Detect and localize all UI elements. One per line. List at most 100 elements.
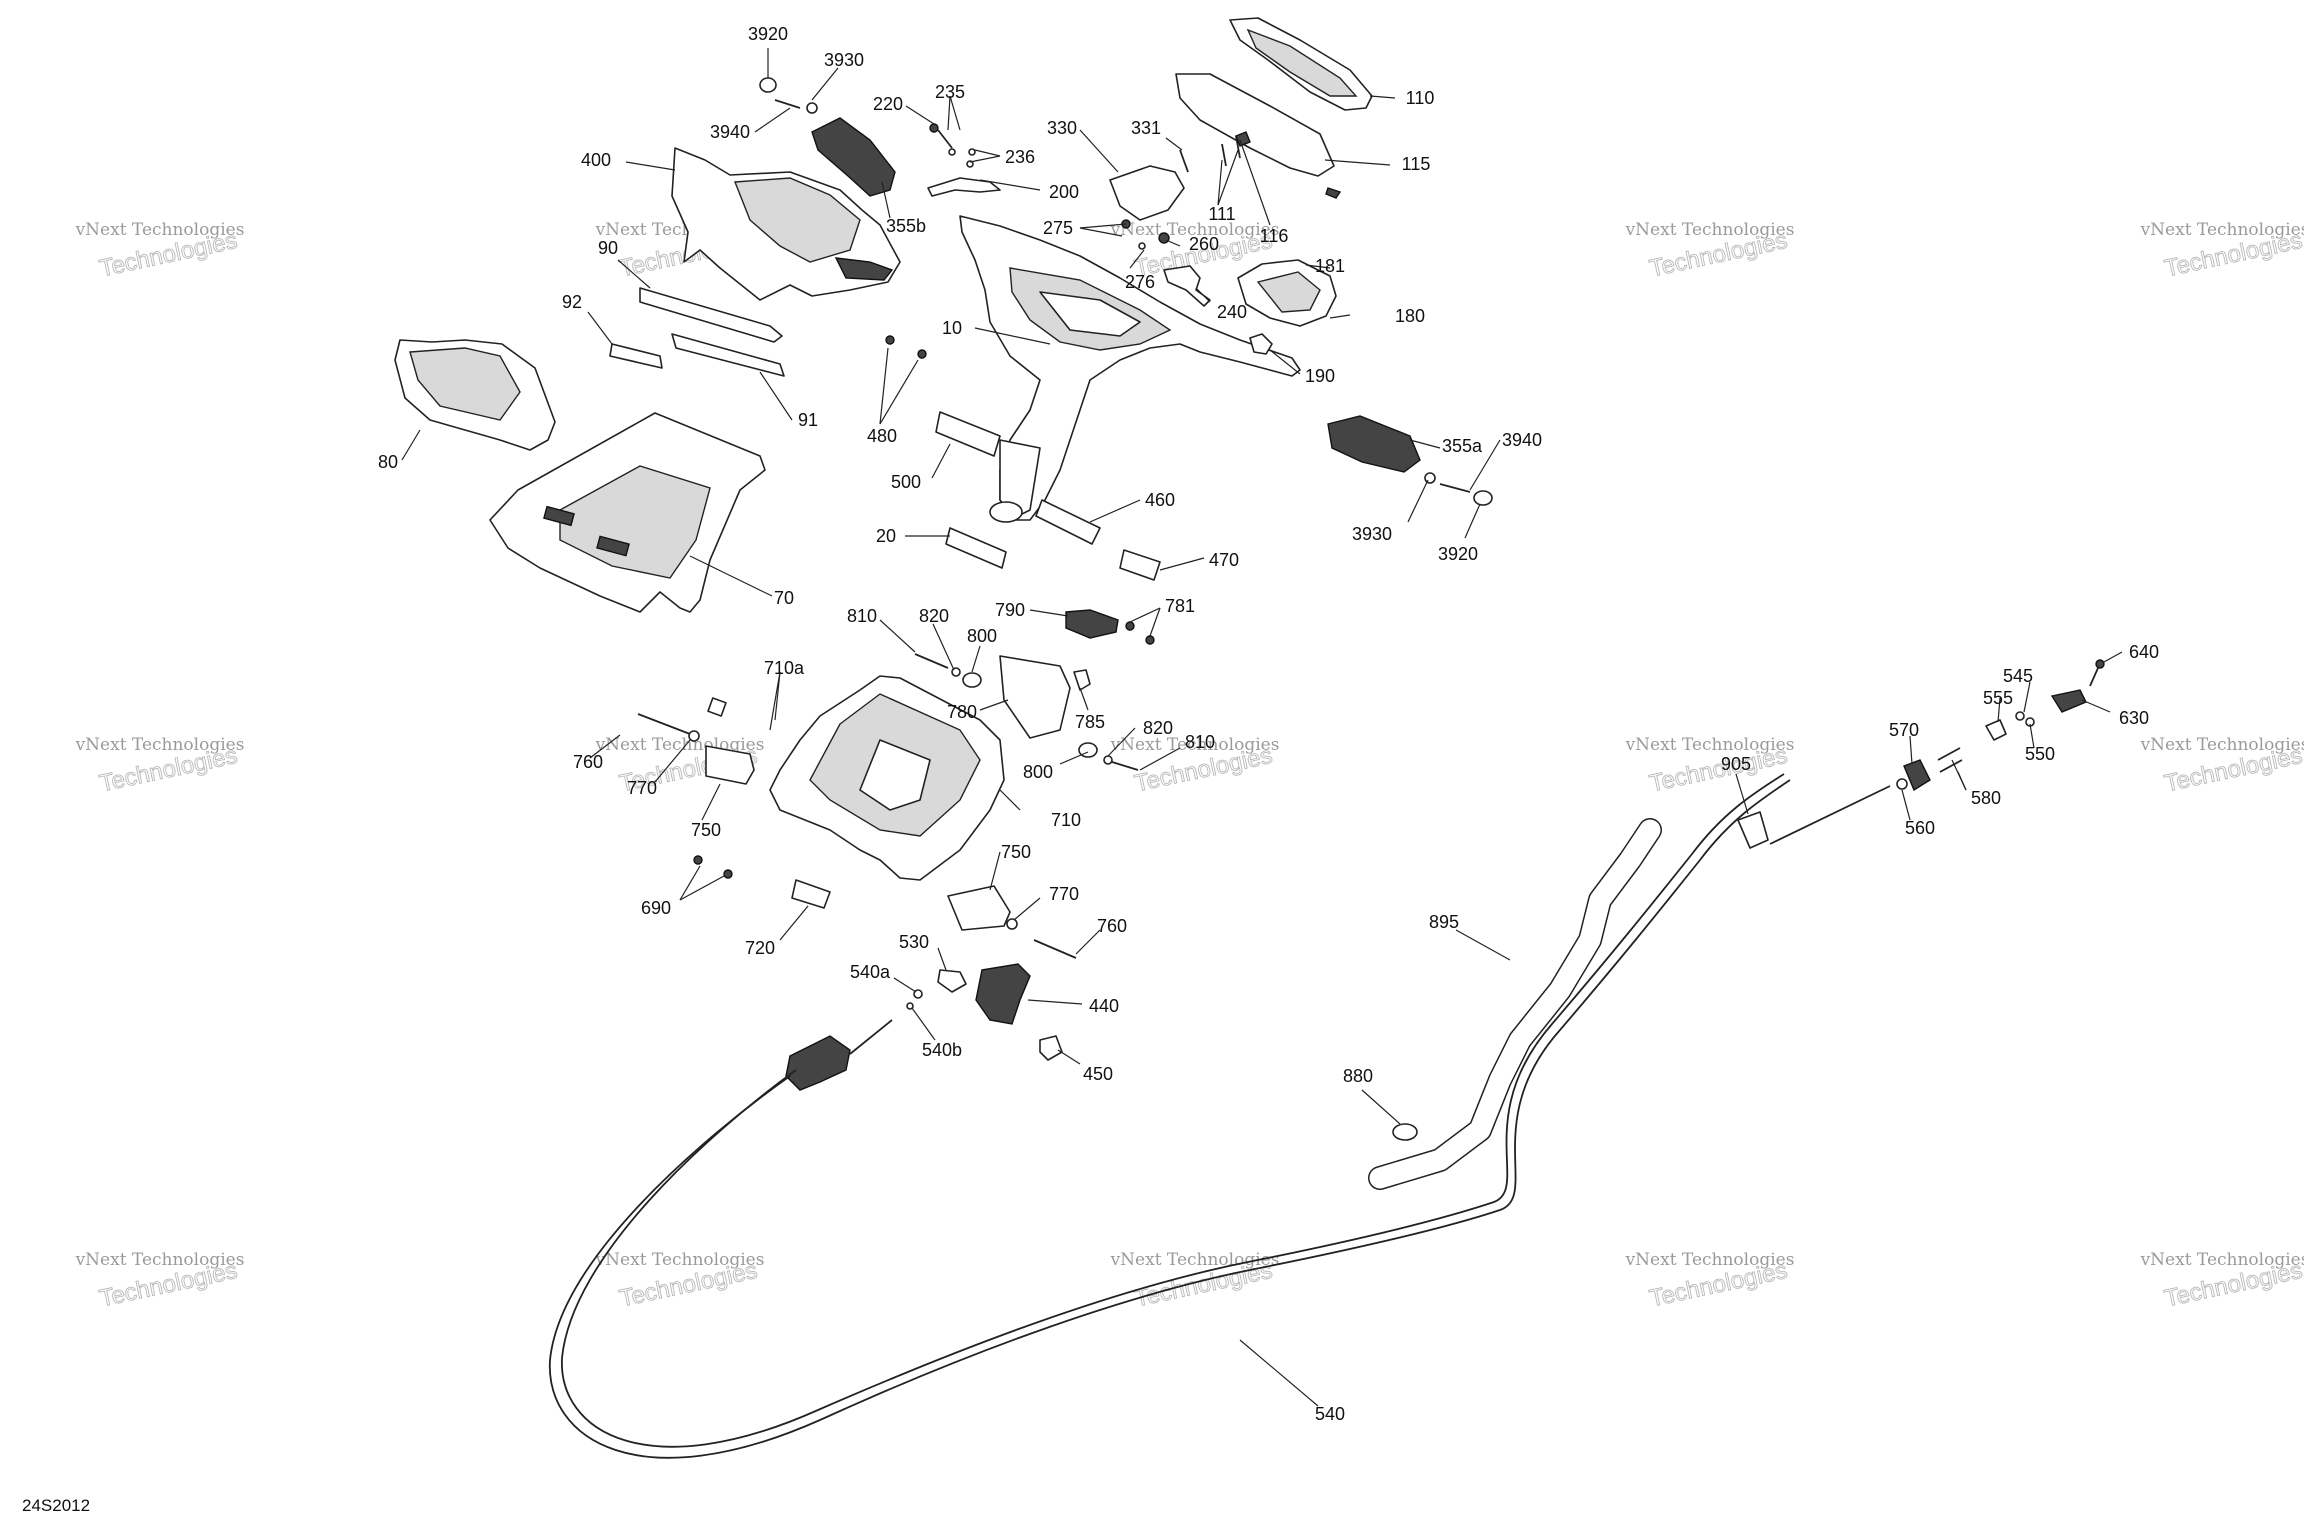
callout-760-b: 760 (1097, 916, 1127, 936)
watermark-line1: vNext Technologies (1625, 1250, 1795, 1270)
callout-181: 181 (1315, 256, 1345, 276)
callout-781: 781 (1165, 596, 1195, 616)
callout-355b: 355b (886, 216, 926, 236)
part-750-bushing (705, 745, 755, 785)
part-555-nut (1985, 719, 2007, 741)
callout-235: 235 (935, 82, 965, 102)
part-630-fitting (2050, 689, 2087, 713)
watermark-line1: vNext Technologies (595, 1250, 765, 1270)
part-190-clip (1249, 333, 1273, 355)
callout-640: 640 (2129, 642, 2159, 662)
callout-110: 110 (1406, 88, 1435, 108)
callout-440: 440 (1089, 996, 1119, 1016)
callout-790: 790 (995, 600, 1025, 620)
callout-200: 200 (1049, 182, 1079, 202)
callout-540a: 540a (850, 962, 891, 982)
callout-780: 780 (947, 702, 977, 722)
callout-331: 331 (1131, 118, 1161, 138)
part-330-cover (1109, 165, 1185, 221)
watermark-line1: vNext Technologies (75, 220, 245, 240)
part-200-lever (927, 177, 1001, 197)
part-10-steering-frame (959, 215, 1301, 523)
callout-770-b: 770 (1049, 884, 1079, 904)
part-780-bracket (999, 655, 1071, 739)
callout-355a: 355a (1442, 436, 1483, 456)
part-530-fitting (937, 969, 967, 993)
watermark-line1: vNext Technologies (1625, 220, 1795, 240)
part-470-cover (1119, 549, 1161, 581)
callout-70: 70 (774, 588, 794, 608)
callout-720: 720 (745, 938, 775, 958)
callout-785: 785 (1075, 712, 1105, 732)
callout-276: 276 (1125, 272, 1155, 292)
callout-400: 400 (581, 150, 611, 170)
part-355a-grip (1327, 415, 1421, 473)
part-790-cover (1065, 609, 1119, 639)
callout-10: 10 (942, 318, 962, 338)
callout-240: 240 (1217, 302, 1247, 322)
callout-labels: 3920 3930 3940 400 90 92 91 80 70 220 23… (378, 24, 2159, 1424)
watermark-line1: vNext Technologies (2140, 735, 2304, 755)
callout-90: 90 (598, 238, 618, 258)
part-905-boot (1737, 811, 1769, 849)
callout-236: 236 (1005, 147, 1035, 167)
callout-895: 895 (1429, 912, 1459, 932)
callout-550: 550 (2025, 744, 2055, 764)
callout-20: 20 (876, 526, 896, 546)
callout-810-b: 810 (1185, 732, 1215, 752)
callout-80: 80 (378, 452, 398, 472)
callout-92: 92 (562, 292, 582, 312)
callout-3920: 3920 (748, 24, 788, 44)
part-450-clip (1039, 1035, 1063, 1061)
watermark-line1: vNext Technologies (1625, 735, 1795, 755)
diagram-code: 24S2012 (22, 1496, 91, 1515)
callout-330: 330 (1047, 118, 1077, 138)
callout-555: 555 (1983, 688, 2013, 708)
callout-570: 570 (1889, 720, 1919, 740)
callout-880: 880 (1343, 1066, 1373, 1086)
part-880-clamp (1392, 1123, 1418, 1141)
callout-275: 275 (1043, 218, 1073, 238)
callout-580: 580 (1971, 788, 2001, 808)
part-240-lever (1163, 265, 1211, 307)
callout-220: 220 (873, 94, 903, 114)
callout-3940: 3940 (710, 122, 750, 142)
part-91-strip (671, 333, 785, 377)
watermark-line1: vNext Technologies (75, 735, 245, 755)
part-540-cable-end (785, 1035, 851, 1091)
part-750-bushing-b (947, 885, 1011, 931)
callout-540: 540 (1315, 1404, 1345, 1424)
part-92-strip (609, 343, 663, 369)
callout-710: 710 (1051, 810, 1081, 830)
part-355b-grip (811, 117, 896, 197)
callout-800: 800 (967, 626, 997, 646)
part-570-fitting (1903, 759, 1931, 792)
part-720-clip (791, 879, 831, 909)
part-460-connector (1035, 499, 1101, 545)
callout-630: 630 (2119, 708, 2149, 728)
callout-3940-right: 3940 (1502, 430, 1542, 450)
callout-540b: 540b (922, 1040, 962, 1060)
leader-lines (401, 48, 2123, 1407)
callout-116: 116 (1260, 226, 1289, 246)
callout-115: 115 (1402, 154, 1431, 174)
watermark-line1: vNext Technologies (1110, 735, 1280, 755)
callout-770: 770 (627, 778, 657, 798)
callout-905: 905 (1721, 754, 1751, 774)
watermark-line1: vNext Technologies (75, 1250, 245, 1270)
callout-180: 180 (1395, 306, 1425, 326)
callout-750-b: 750 (1001, 842, 1031, 862)
callout-690: 690 (641, 898, 671, 918)
callout-91: 91 (798, 410, 818, 430)
callout-710a: 710a (764, 658, 805, 678)
part-90-strip (639, 287, 783, 343)
